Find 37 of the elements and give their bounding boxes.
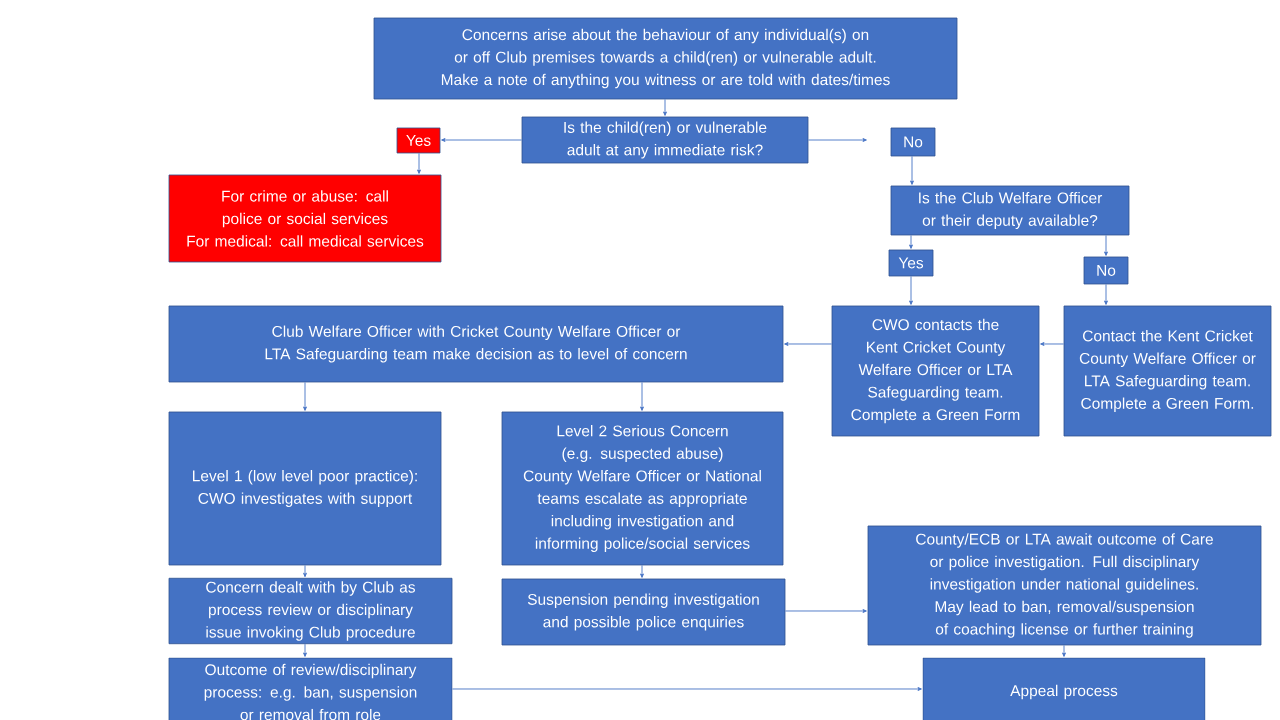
- answer-box: No: [890, 127, 936, 157]
- answer-box: Yes: [396, 127, 441, 154]
- arrow: [303, 381, 307, 411]
- arrow: [441, 138, 523, 142]
- arrow: [1104, 234, 1108, 256]
- arrow: [640, 381, 644, 411]
- question-box: Is the Club Welfare Officer or their deputy available?: [890, 185, 1130, 236]
- process-box: Level 2 Serious Concern (e.g. suspected abuse) County Welfare Officer or National teams escalate as appropriate including investigation and informing police/social services: [501, 411, 784, 566]
- process-box: Appeal process: [922, 657, 1206, 720]
- arrow: [784, 609, 867, 613]
- process-box: Club Welfare Officer with Cricket County Welfare Officer or LTA Safeguarding team make decision as to level of concern: [168, 305, 784, 383]
- answer-box: Yes: [888, 249, 934, 277]
- arrow: [807, 138, 867, 142]
- arrow: [640, 564, 644, 578]
- process-box: Suspension pending investigation and possible police enquiries: [501, 578, 786, 646]
- arrow: [909, 275, 913, 305]
- arrow: [1062, 644, 1066, 657]
- arrow: [1104, 283, 1108, 305]
- arrow: [663, 98, 667, 116]
- process-box: Level 1 (low level poor practice): CWO investigates with support: [168, 411, 442, 566]
- process-box: Concern dealt with by Club as process review or disciplinary issue invoking Club procedure: [168, 577, 453, 645]
- question-box: Is the child(ren) or vulnerable adult at any immediate risk?: [521, 116, 809, 164]
- arrow: [451, 687, 922, 691]
- process-box: County/ECB or LTA await outcome of Care or police investigation. Full disciplinary investigation under national guidelines. May lead to ban, removal/suspension of coaching license or further training: [867, 525, 1262, 646]
- arrow: [910, 155, 914, 185]
- arrow: [303, 564, 307, 578]
- emergency-box: For crime or abuse: call police or social services For medical: call medical services: [168, 174, 442, 263]
- arrow: [417, 152, 421, 174]
- arrow: [1040, 342, 1065, 346]
- process-box: Outcome of review/disciplinary process: e.g. ban, suspension or removal from role: [168, 657, 453, 720]
- arrow: [303, 643, 307, 657]
- answer-box: No: [1083, 256, 1129, 285]
- process-box: CWO contacts the Kent Cricket County Welfare Officer or LTA Safeguarding team. Complete a Green Form: [831, 305, 1040, 437]
- arrow: [909, 234, 913, 249]
- arrow: [784, 342, 833, 346]
- process-box: Contact the Kent Cricket County Welfare Officer or LTA Safeguarding team. Complete a Green Form.: [1063, 305, 1272, 437]
- process-box: Concerns arise about the behaviour of any individual(s) on or off Club premises towards a child(ren) or vulnerable adult. Make a note of anything you witness or are told with dates/times: [373, 17, 958, 100]
